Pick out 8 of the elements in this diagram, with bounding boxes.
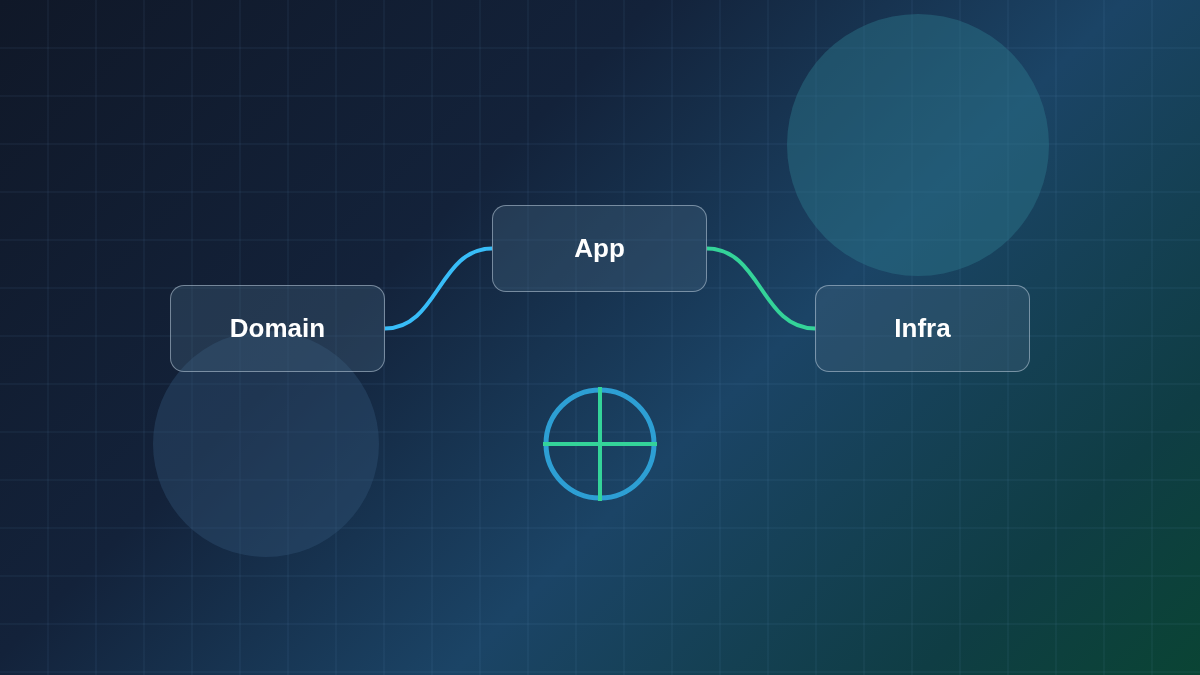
box-label: App	[574, 233, 625, 264]
connector-curve	[384, 246, 493, 331]
box-label: Domain	[229, 313, 326, 344]
connector-curve	[706, 246, 816, 331]
component-box	[492, 205, 707, 292]
component-box	[815, 285, 1030, 372]
box-label: Infra	[894, 313, 951, 344]
component-box	[170, 285, 385, 372]
